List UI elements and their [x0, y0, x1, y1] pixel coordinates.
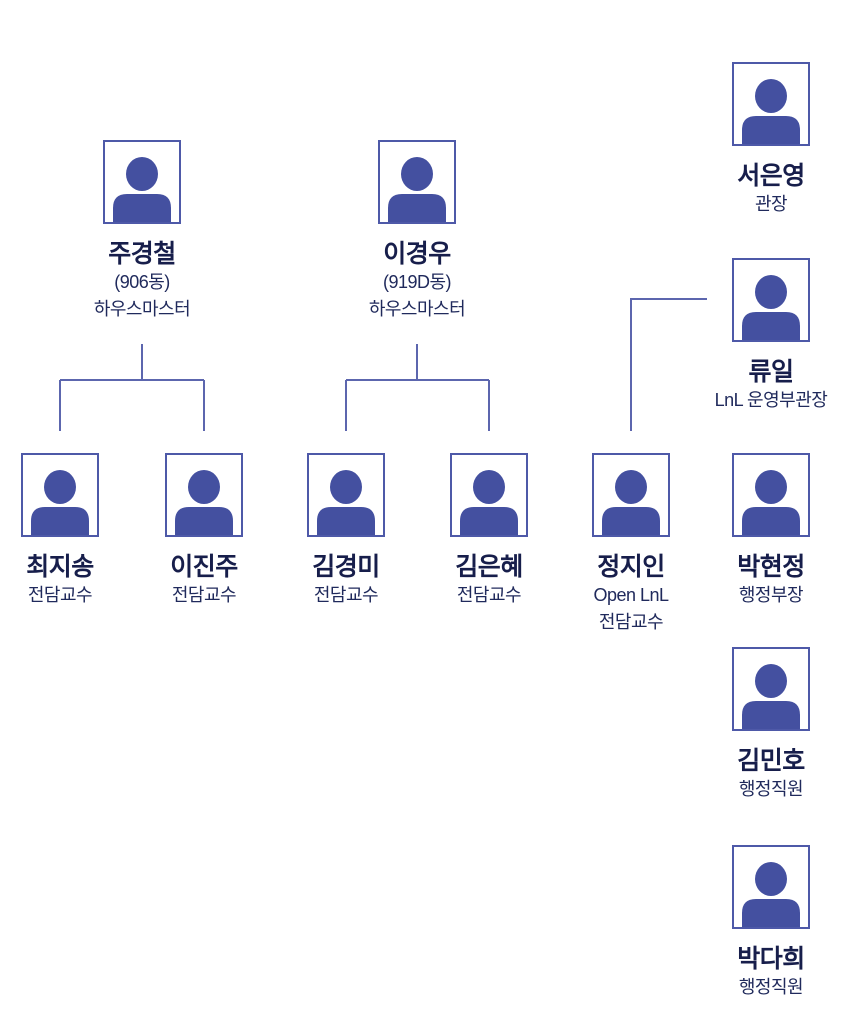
person-role: 전담교수	[313, 585, 379, 605]
person-card-parkhyeonjeong: 박현정 행정부장	[691, 453, 851, 609]
person-role: (919D동)	[382, 272, 452, 292]
person-card-kimeunhye: 김은혜 전담교수	[409, 453, 569, 609]
avatar	[307, 453, 385, 537]
avatar	[103, 140, 181, 224]
person-icon	[742, 470, 800, 535]
person-role: 관장	[754, 194, 788, 214]
person-name: 류일	[748, 358, 794, 386]
person-icon	[460, 470, 518, 535]
person-role: LnL 운영부관장	[714, 390, 828, 410]
person-role: Open LnL	[593, 585, 669, 605]
person-card-choijisong: 최지송 전담교수	[0, 453, 140, 609]
person-icon	[742, 664, 800, 729]
person-role: (906동)	[114, 272, 170, 292]
connector-tree-906	[59, 344, 205, 431]
person-name: 주경철	[108, 240, 176, 268]
person-name: 정지인	[597, 553, 665, 581]
avatar	[732, 845, 810, 929]
person-role: 전담교수	[456, 585, 522, 605]
person-icon	[742, 862, 800, 927]
avatar	[21, 453, 99, 537]
person-role: 하우스마스터	[368, 299, 466, 319]
connector-tree-919d	[345, 344, 490, 431]
person-role: 전담교수	[27, 585, 93, 605]
person-role: 행정직원	[738, 977, 804, 997]
person-card-leejinju: 이진주 전담교수	[124, 453, 284, 609]
person-name: 서은영	[737, 162, 805, 190]
person-card-ryuil: 류일 LnL 운영부관장	[691, 258, 851, 414]
person-role: 행정직원	[738, 779, 804, 799]
person-icon	[113, 157, 171, 222]
avatar	[732, 647, 810, 731]
avatar	[450, 453, 528, 537]
person-name: 이경우	[383, 240, 451, 268]
person-name: 박다희	[737, 945, 805, 973]
person-icon	[742, 79, 800, 144]
person-role: 행정부장	[738, 585, 804, 605]
person-icon	[31, 470, 89, 535]
avatar	[732, 62, 810, 146]
person-icon	[317, 470, 375, 535]
person-name: 박현정	[737, 553, 805, 581]
avatar	[592, 453, 670, 537]
person-icon	[175, 470, 233, 535]
person-card-kimgyeongmi: 김경미 전담교수	[266, 453, 426, 609]
person-name: 김경미	[312, 553, 380, 581]
person-name: 최지송	[26, 553, 94, 581]
person-icon	[602, 470, 660, 535]
person-card-seoeunyoung: 서은영 관장	[691, 62, 851, 218]
person-card-jugyeongcheol: 주경철 (906동) 하우스마스터	[62, 140, 222, 323]
person-card-jeongjiin: 정지인 Open LnL 전담교수	[551, 453, 711, 636]
person-card-kimminho: 김민호 행정직원	[691, 647, 851, 803]
person-role: 전담교수	[171, 585, 237, 605]
person-name: 김은혜	[455, 553, 523, 581]
connector-elbow-lnl	[630, 298, 707, 431]
person-role: 하우스마스터	[93, 299, 191, 319]
person-name: 김민호	[737, 747, 805, 775]
person-card-parkdahee: 박다희 행정직원	[691, 845, 851, 1001]
avatar	[732, 258, 810, 342]
avatar	[165, 453, 243, 537]
person-role: 전담교수	[598, 612, 664, 632]
person-name: 이진주	[170, 553, 238, 581]
avatar	[732, 453, 810, 537]
avatar	[378, 140, 456, 224]
person-icon	[742, 275, 800, 340]
person-card-leegyeongwoo: 이경우 (919D동) 하우스마스터	[337, 140, 497, 323]
person-icon	[388, 157, 446, 222]
